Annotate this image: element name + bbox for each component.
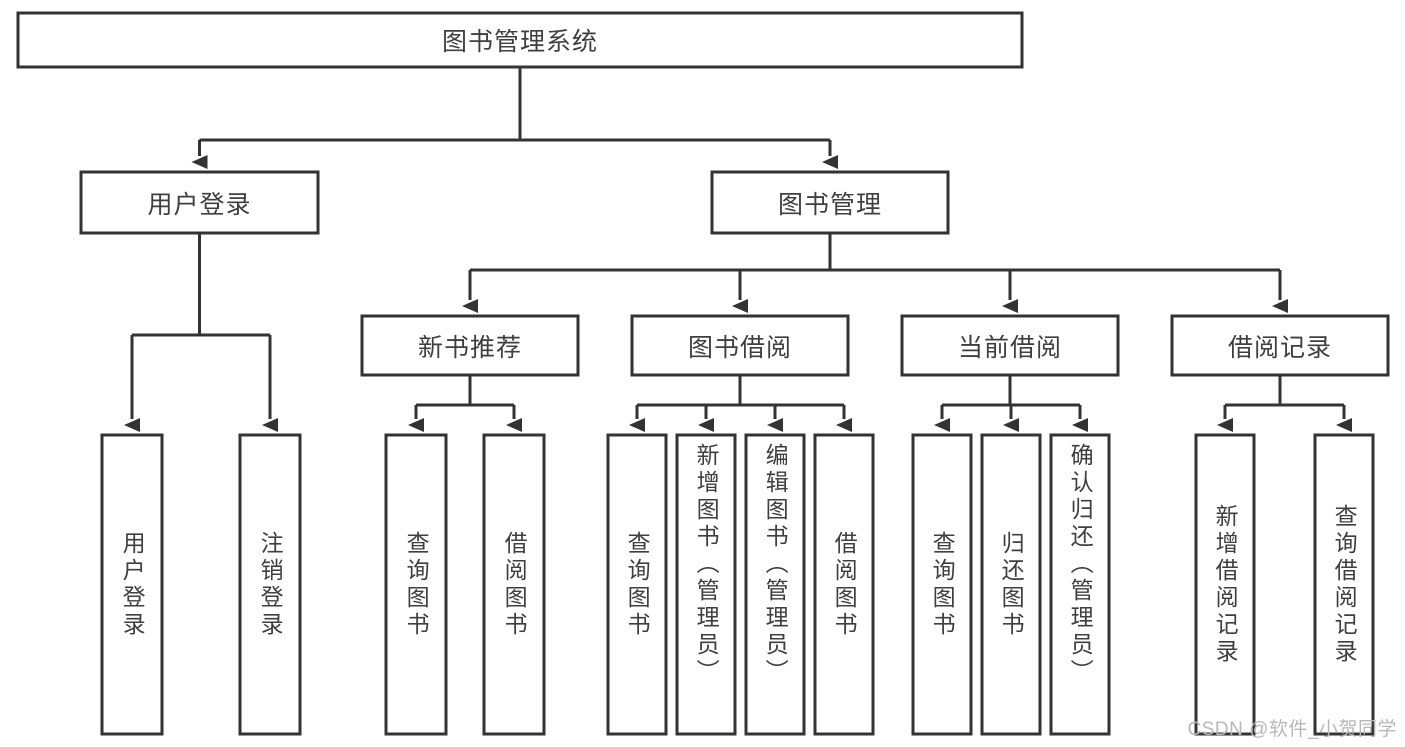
connector-group-book-manage (462, 233, 1288, 313)
node-box-leaf-confirm-return[interactable] (1049, 433, 1111, 736)
connector-group-current-borrow (934, 375, 1088, 432)
node-box-leaf-add-record[interactable] (1194, 433, 1256, 736)
connector-group-book-borrow (629, 375, 852, 432)
node-box-current-borrow[interactable] (900, 314, 1120, 377)
csdn-watermark: CSDN @软件_小贺同学 (1187, 719, 1397, 740)
node-box-leaf-borrow-book-1[interactable] (482, 433, 546, 736)
node-box-leaf-query-book-2[interactable] (606, 433, 668, 736)
connector-group-borrow-record (1217, 375, 1352, 432)
connector-group-user-login (124, 233, 278, 432)
node-box-leaf-query-book-1[interactable] (384, 433, 448, 736)
node-box-root[interactable] (16, 11, 1024, 69)
node-box-new-book-rec[interactable] (360, 314, 580, 377)
node-box-borrow-record[interactable] (1170, 314, 1390, 377)
node-box-leaf-user-login[interactable] (100, 433, 164, 736)
node-box-leaf-return-book[interactable] (980, 433, 1042, 736)
node-box-user-login[interactable] (79, 170, 320, 235)
node-box-book-manage[interactable] (710, 170, 950, 235)
node-box-leaf-add-book[interactable] (675, 433, 737, 736)
node-box-leaf-query-record[interactable] (1313, 433, 1375, 736)
connector-group-root (191, 67, 838, 169)
node-box-leaf-borrow-book-2[interactable] (813, 433, 875, 736)
node-boxes (16, 11, 1390, 736)
node-box-leaf-logout[interactable] (238, 433, 302, 736)
node-box-leaf-edit-book[interactable] (744, 433, 806, 736)
node-box-leaf-query-book-3[interactable] (911, 433, 973, 736)
connector-group-new-book-rec (408, 375, 522, 432)
node-box-book-borrow[interactable] (630, 314, 850, 377)
